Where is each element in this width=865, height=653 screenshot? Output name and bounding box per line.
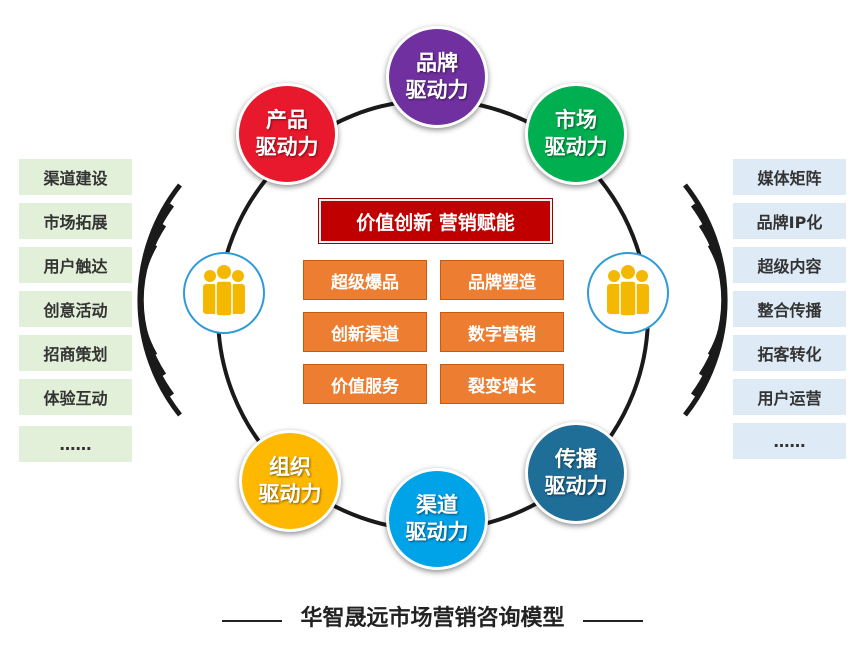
right-list-item: 媒体矩阵: [733, 159, 846, 195]
left-list-item: ……: [19, 426, 132, 462]
node-product-line2: 驱动力: [255, 135, 319, 159]
node-spread: 传播 驱动力: [525, 422, 627, 524]
node-channel-line1: 渠道: [416, 493, 458, 517]
node-product-line1: 产品: [266, 108, 308, 132]
node-channel-line2: 驱动力: [405, 520, 469, 544]
node-market: 市场 驱动力: [525, 83, 627, 185]
people-icon-left: [183, 252, 265, 334]
left-list-item: 创意活动: [19, 291, 132, 327]
node-channel: 渠道 驱动力: [386, 468, 488, 570]
node-market-line2: 驱动力: [544, 135, 608, 159]
right-list-item: 用户运营: [733, 379, 846, 415]
node-spread-line2: 驱动力: [544, 474, 608, 498]
node-brand: 品牌 驱动力: [386, 26, 488, 128]
node-market-line1: 市场: [555, 108, 597, 132]
center-item: 品牌塑造: [440, 260, 564, 300]
left-signal-arcs: [137, 183, 182, 417]
footer-caption: 华智晟远市场营销咨询模型: [300, 606, 565, 631]
right-list-item: ……: [733, 423, 846, 459]
node-brand-line1: 品牌: [416, 51, 458, 75]
left-list-item: 用户触达: [19, 247, 132, 283]
left-list-item: 招商策划: [19, 335, 132, 371]
node-product: 产品 驱动力: [236, 83, 338, 185]
people-icon-right: [587, 252, 669, 334]
node-org: 组织 驱动力: [239, 430, 341, 532]
center-item: 数字营销: [440, 312, 564, 352]
left-list-item: 市场拓展: [19, 203, 132, 239]
center-item: 创新渠道: [303, 312, 427, 352]
right-signal-arcs: [683, 183, 728, 417]
left-list-item: 渠道建设: [19, 159, 132, 195]
center-title: 价值创新 营销赋能: [319, 199, 552, 243]
node-org-line2: 驱动力: [258, 482, 322, 506]
center-item: 超级爆品: [303, 260, 427, 300]
center-item: 价值服务: [303, 364, 427, 404]
right-list-item: 品牌IP化: [733, 203, 846, 239]
team-icon: [203, 265, 245, 317]
left-list-item: 体验互动: [19, 379, 132, 415]
node-brand-line2: 驱动力: [405, 78, 469, 102]
center-item: 裂变增长: [440, 364, 564, 404]
right-list-item: 超级内容: [733, 247, 846, 283]
team-icon: [607, 265, 649, 317]
node-spread-line1: 传播: [555, 447, 597, 471]
right-list-item: 拓客转化: [733, 335, 846, 371]
right-list-item: 整合传播: [733, 291, 846, 327]
node-org-line1: 组织: [269, 455, 311, 479]
